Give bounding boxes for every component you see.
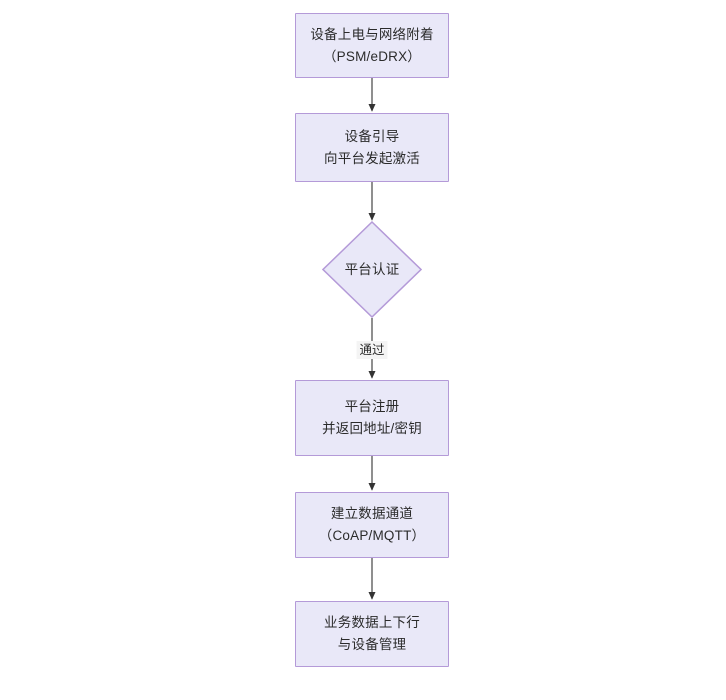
- node-label: 业务数据上下行 与设备管理: [324, 615, 420, 652]
- node-label: 建立数据通道 （CoAP/MQTT）: [318, 506, 426, 543]
- node-device-power-on[interactable]: 设备上电与网络附着 （PSM/eDRX）: [295, 13, 449, 78]
- node-label: 平台注册 并返回地址/密钥: [322, 399, 422, 436]
- node-platform-registration[interactable]: 平台注册 并返回地址/密钥: [295, 380, 449, 456]
- node-business-data-and-device-management[interactable]: 业务数据上下行 与设备管理: [295, 601, 449, 667]
- node-establish-data-channel[interactable]: 建立数据通道 （CoAP/MQTT）: [295, 492, 449, 558]
- node-label: 设备引导 向平台发起激活: [324, 128, 420, 166]
- node-device-bootstrap[interactable]: 设备引导 向平台发起激活: [295, 113, 449, 182]
- node-label: 设备上电与网络附着 （PSM/eDRX）: [310, 26, 434, 64]
- node-label: 平台认证: [344, 261, 400, 277]
- edge-label-pass: 通过: [356, 341, 388, 359]
- node-platform-authentication[interactable]: 平台认证: [322, 221, 422, 318]
- diamond-shape: [322, 221, 422, 318]
